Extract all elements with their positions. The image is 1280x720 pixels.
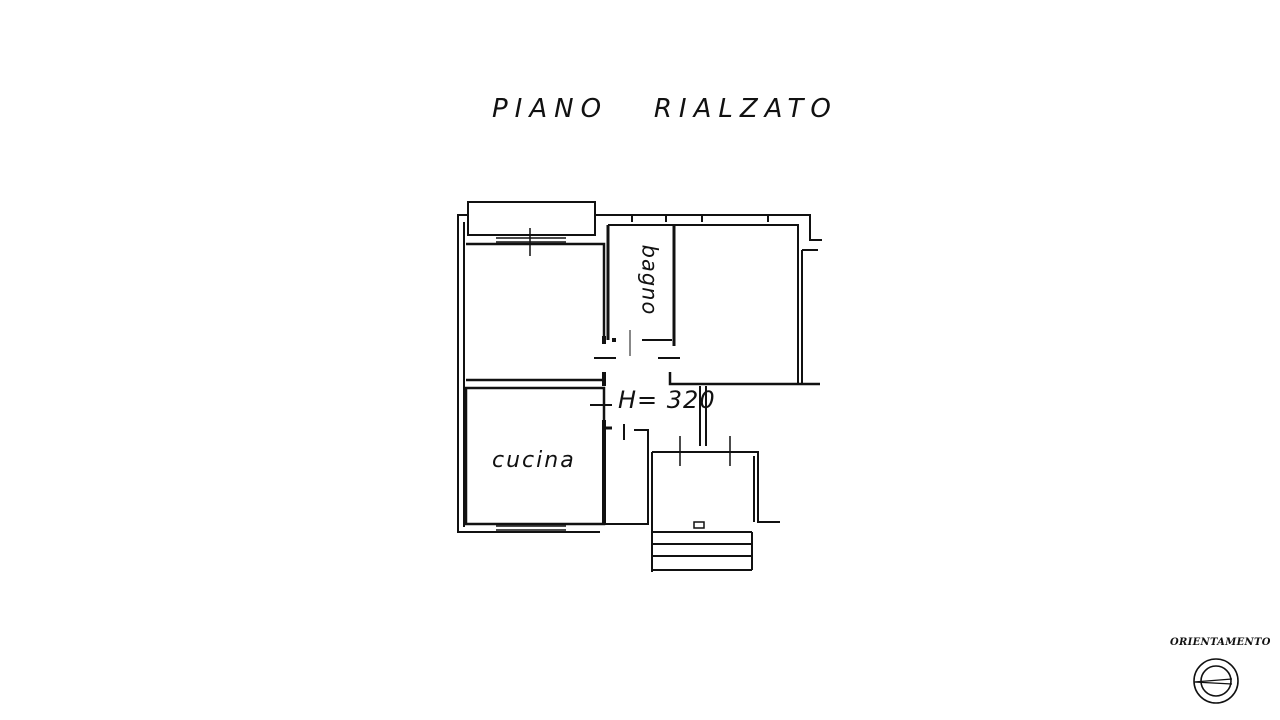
room-label-bagno: bagno [637, 244, 662, 316]
height-annotation: H= 320 [618, 386, 716, 414]
outer-wall-left [457, 214, 600, 533]
landing [651, 451, 780, 572]
room-top-left [466, 242, 606, 336]
compass-icon [1193, 658, 1239, 704]
floor-title: PIANO RIALZATO [492, 94, 838, 124]
room-label-cucina: cucina [492, 448, 576, 473]
orientation-label: ORIENTAMENTO [1170, 637, 1271, 648]
stairs [652, 531, 753, 571]
top-balcony [467, 201, 596, 236]
room-top-right [674, 224, 799, 384]
